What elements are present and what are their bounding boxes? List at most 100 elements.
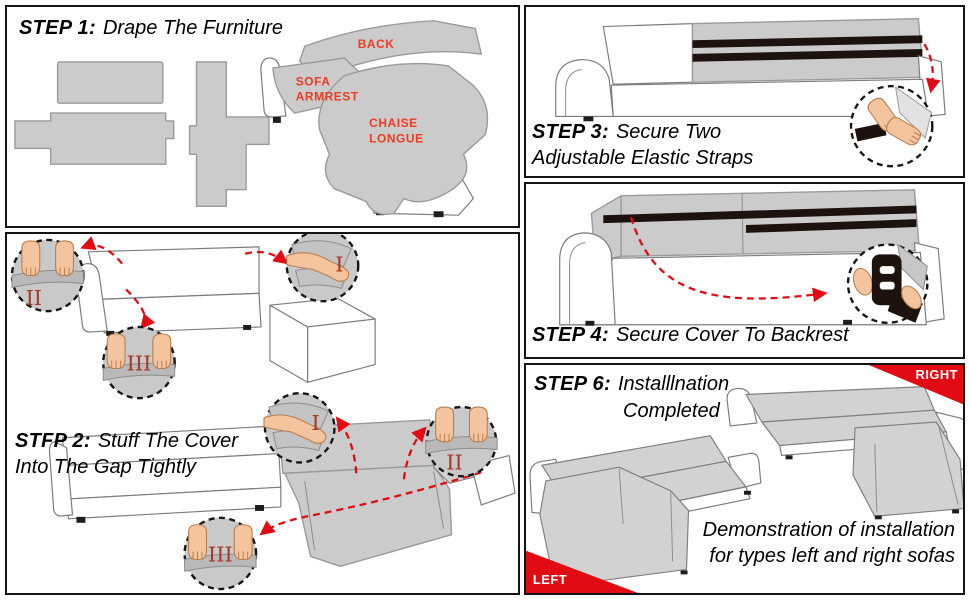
panel-step1: STEP 1: Drape The Furniture BACK SOFA ARM… <box>5 5 520 228</box>
step1-illustration: BACK SOFA ARMREST CHAISE LONGUE <box>14 20 489 218</box>
buckle-strap <box>887 293 922 323</box>
sofa-foot <box>255 504 264 511</box>
armrest-fold <box>569 242 586 325</box>
step2-illustration: II III I I <box>10 234 516 591</box>
arrow-to-circle-iii-upper <box>125 288 156 330</box>
left-type-sofa <box>529 435 762 586</box>
arrow-to-buckle-detail <box>629 216 828 303</box>
panel-step2: STFP 2: Stuff The Cover Into The Gap Tigh… <box>5 232 520 595</box>
arrow-to-circle-i-upper <box>244 249 289 265</box>
draped-sofa: BACK SOFA ARMREST CHAISE LONGUE <box>260 20 489 218</box>
buckle-detail-circle <box>846 243 929 324</box>
label-longue: LONGUE <box>369 132 423 146</box>
numeral-i: I <box>311 411 319 435</box>
step6-text-line1: Installlnation <box>617 373 730 395</box>
chaise-front <box>307 318 376 383</box>
detail-circle-iii-upper: III <box>102 325 176 400</box>
sofa-with-straps <box>559 189 945 326</box>
thumb-icon <box>901 285 922 310</box>
step3-text-line1: Secure Two <box>615 121 722 143</box>
right-type-sofa <box>726 386 963 520</box>
step6-number: STEP 6: <box>534 373 611 395</box>
sofa-foot <box>952 509 960 514</box>
detail-circle-ii-lower: II <box>425 405 498 478</box>
elastic-strap <box>692 49 923 62</box>
elastic-strap <box>745 219 917 233</box>
hand-icon <box>152 333 172 370</box>
arrow-to-strap-detail <box>923 43 941 94</box>
cover-chaise <box>852 421 963 517</box>
step2-text-line1: Stuff The Cover <box>97 430 238 452</box>
armrest-fold <box>565 69 582 117</box>
sofa-foot <box>744 490 751 495</box>
step3-illustration <box>555 18 946 168</box>
sofa-back <box>87 246 260 300</box>
sofa-foot <box>843 319 853 325</box>
hand-icon <box>233 524 253 561</box>
cover-template-chaise <box>188 61 270 208</box>
cover-chaise <box>539 466 690 583</box>
arrow-to-circle-i-lower <box>335 416 358 474</box>
backrest-white <box>602 23 694 85</box>
detail-circle-iii-lower: III <box>183 516 258 591</box>
buckle-body <box>871 254 902 306</box>
sofa-foot <box>785 455 793 460</box>
numeral-ii: II <box>26 286 42 310</box>
step4-illustration <box>559 189 945 326</box>
sofa-foot <box>583 116 594 122</box>
detail-circle-ii-upper: II <box>10 238 85 313</box>
sofa-foot <box>272 116 281 123</box>
hand-icon <box>106 333 126 370</box>
step2-number: STFP 2: <box>15 430 91 452</box>
detail-circle-i-lower: I <box>263 392 336 464</box>
label-sofa: SOFA <box>296 75 331 89</box>
buckle-slot <box>879 266 895 274</box>
badge-right-label: RIGHT <box>916 367 959 382</box>
step4-title: STEP 4:Secure Cover To Backrest <box>532 322 849 348</box>
cover-chaise-drape <box>318 62 489 216</box>
sofa-foot <box>874 515 882 520</box>
buckle-slot <box>879 281 895 290</box>
step3-text-line2: Adjustable Elastic Straps <box>532 147 754 170</box>
elastic-strap <box>692 35 923 49</box>
lower-sofa <box>48 419 516 567</box>
sofa-foot <box>680 570 688 575</box>
sofa-with-straps <box>555 18 946 122</box>
left-armrest <box>559 232 616 326</box>
step2-title: STFP 2: Stuff The Cover Into The Gap Tigh… <box>15 428 238 481</box>
sofa-foot <box>243 324 252 330</box>
sofa-foot <box>585 320 595 326</box>
thumb-icon <box>852 267 873 296</box>
step6-title-line2: Completed <box>623 398 720 424</box>
numeral-iii: III <box>208 542 233 566</box>
step6-title: STEP 6: Installlnation <box>534 371 729 397</box>
cover-seam <box>741 192 744 254</box>
step6-illustration: RIGHT LEFT <box>526 365 963 593</box>
label-armrest: ARMREST <box>296 89 359 103</box>
step1-text: Drape The Furniture <box>102 17 284 39</box>
demonstration-caption: Demonstration of installation for types … <box>703 517 955 570</box>
step3-title: STEP 3:Secure Two Adjustable Elastic Str… <box>532 119 753 172</box>
elastic-strap <box>854 122 887 142</box>
cover-corner <box>894 86 932 139</box>
caption-line2: for types left and right sofas <box>709 545 955 568</box>
sofa-foot <box>433 211 444 218</box>
step4-text: Secure Cover To Backrest <box>615 324 849 346</box>
sofa-foot <box>76 516 86 523</box>
panel-step6: STEP 6: Installlnation Completed Demonstr… <box>524 363 965 595</box>
cover-folds <box>874 423 959 513</box>
numeral-ii: II <box>446 450 462 474</box>
step2-text-line2: Into The Gap Tightly <box>15 456 197 479</box>
panel-step4: STEP 4:Secure Cover To Backrest <box>524 182 965 359</box>
badge-left-label: LEFT <box>533 572 567 587</box>
upper-sofa <box>75 246 376 383</box>
caption-line1: Demonstration of installation <box>702 519 955 541</box>
detail-circle-i-upper: I <box>285 234 360 303</box>
sofa-foot <box>106 330 115 336</box>
strap-detail-circle <box>849 84 934 168</box>
sofa-armrest <box>48 441 74 517</box>
arrow-to-circle-ii-lower <box>402 426 427 480</box>
step1-number: STEP 1: <box>19 17 96 39</box>
hand-icon <box>188 524 207 561</box>
